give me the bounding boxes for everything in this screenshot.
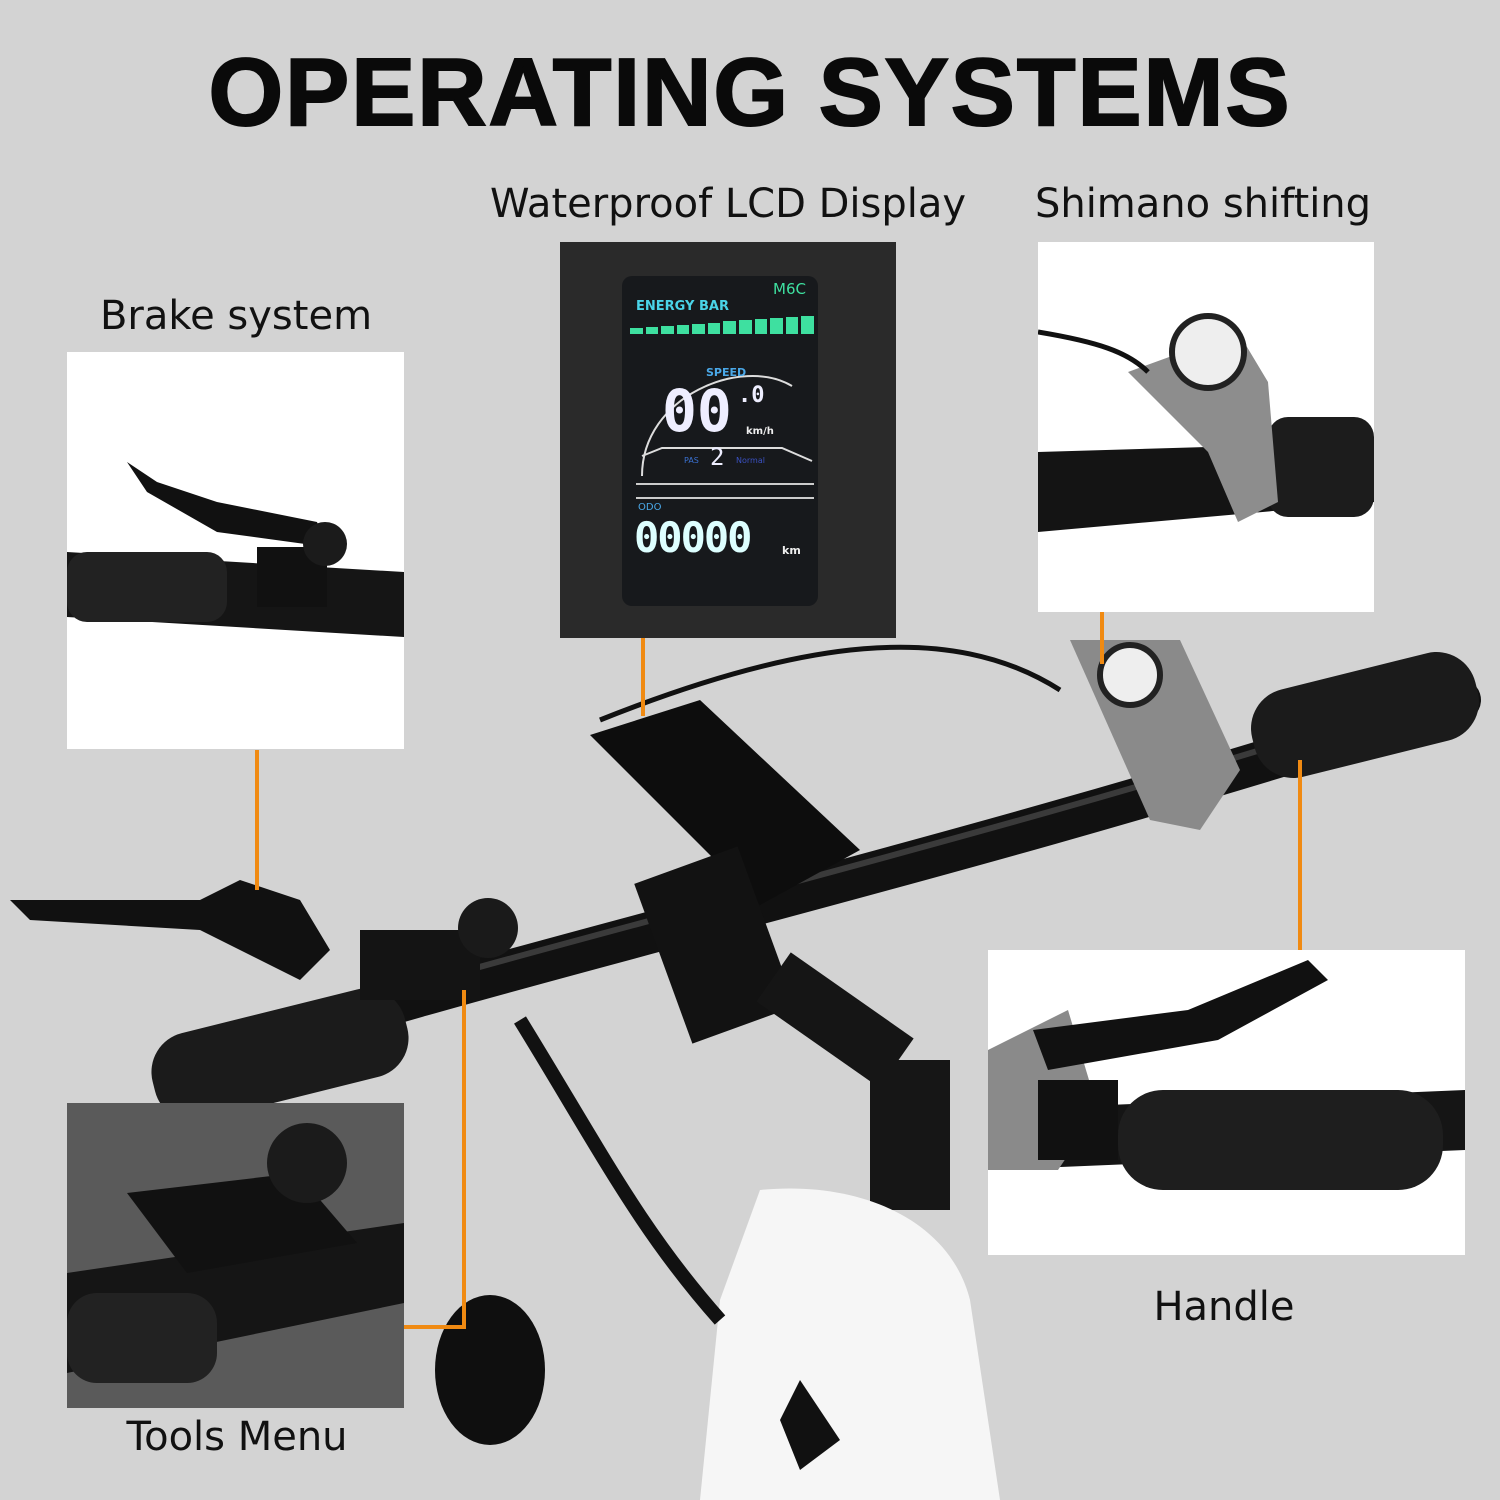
leader-line-handle (1298, 760, 1302, 950)
page-title: OPERATING SYSTEMS (207, 38, 1292, 147)
speed-value: 00 (662, 377, 732, 445)
leader-line-shifting (1100, 612, 1104, 664)
odo-value: 00000 (634, 513, 752, 562)
energy-bar-segment (785, 317, 799, 334)
energy-bar-segment (661, 325, 674, 334)
energy-bar-segment (676, 324, 690, 334)
label-handle: Handle (1153, 1284, 1295, 1330)
energy-bar-segment (770, 318, 783, 334)
label-tools-menu: Tools Menu (126, 1414, 348, 1460)
shimano-shifting-photo (1038, 242, 1374, 612)
energy-bar-segment (707, 322, 721, 334)
handle-photo (988, 950, 1465, 1255)
energy-bar (630, 315, 814, 334)
leader-line-brake (255, 750, 259, 890)
energy-bar-segment (723, 321, 737, 334)
speed-label: SPEED (706, 366, 747, 379)
pas-label: PAS (684, 456, 699, 465)
energy-bar-segment (801, 315, 814, 334)
tools-menu-photo (67, 1103, 404, 1408)
energy-bar-segment (630, 328, 643, 334)
brake-system-photo (67, 352, 404, 749)
odo-label: ODO (638, 502, 662, 513)
energy-bar-segment (645, 326, 659, 334)
energy-bar-segment (754, 319, 768, 334)
label-lcd-display: Waterproof LCD Display (489, 181, 967, 227)
odo-unit: km (782, 544, 801, 557)
leader-line-tools-h (404, 1325, 466, 1329)
leader-line-tools (462, 990, 466, 1329)
energy-bar-segment (739, 320, 752, 334)
speed-unit: km/h (746, 426, 774, 437)
energy-bar-label: ENERGY BAR (636, 299, 729, 314)
lcd-display: M6C ENERGY BAR SPEED 00 .0 km/h PAS 2 No… (622, 276, 818, 606)
lcd-model: M6C (773, 280, 806, 298)
pas-value: 2 (710, 443, 725, 471)
label-brake-system: Brake system (99, 293, 373, 339)
leader-line-lcd (641, 638, 645, 716)
speed-arc (636, 375, 814, 499)
ride-mode: Normal (736, 456, 765, 465)
energy-bar-segment (692, 323, 705, 334)
label-shimano-shifting: Shimano shifting (1034, 181, 1372, 227)
speed-decimal: .0 (738, 383, 765, 408)
